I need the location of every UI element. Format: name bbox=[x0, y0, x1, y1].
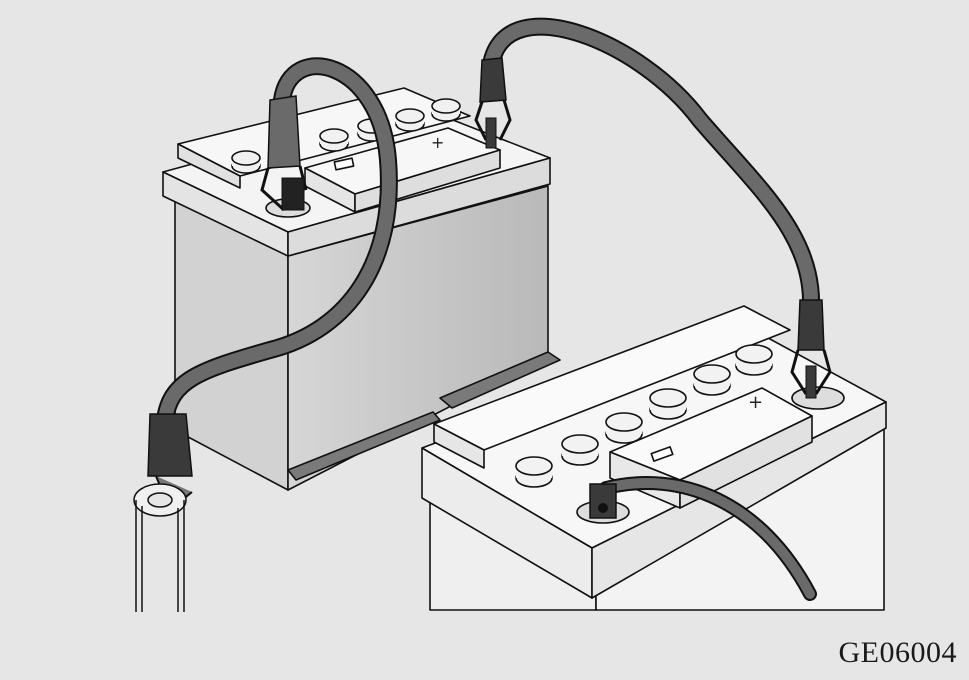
positive-clamp-booster bbox=[479, 57, 507, 103]
positive-clamp-discharged bbox=[797, 299, 825, 351]
discharged-positive-marking: + bbox=[748, 392, 763, 413]
negative-clamp-ground bbox=[147, 413, 193, 477]
positive-jumper-cable bbox=[474, 17, 832, 399]
figure-code: GE06004 bbox=[838, 636, 957, 669]
discharged-cell-caps bbox=[515, 344, 773, 488]
negative-clamp-booster bbox=[267, 95, 301, 169]
vehicle-ground-cable bbox=[589, 476, 817, 601]
engine-ground-bracket bbox=[133, 483, 187, 612]
negative-jumper-cable bbox=[147, 57, 398, 512]
booster-battery-foot bbox=[287, 411, 441, 481]
discharged-battery: + bbox=[421, 305, 887, 611]
booster-positive-marking: + bbox=[431, 133, 444, 152]
